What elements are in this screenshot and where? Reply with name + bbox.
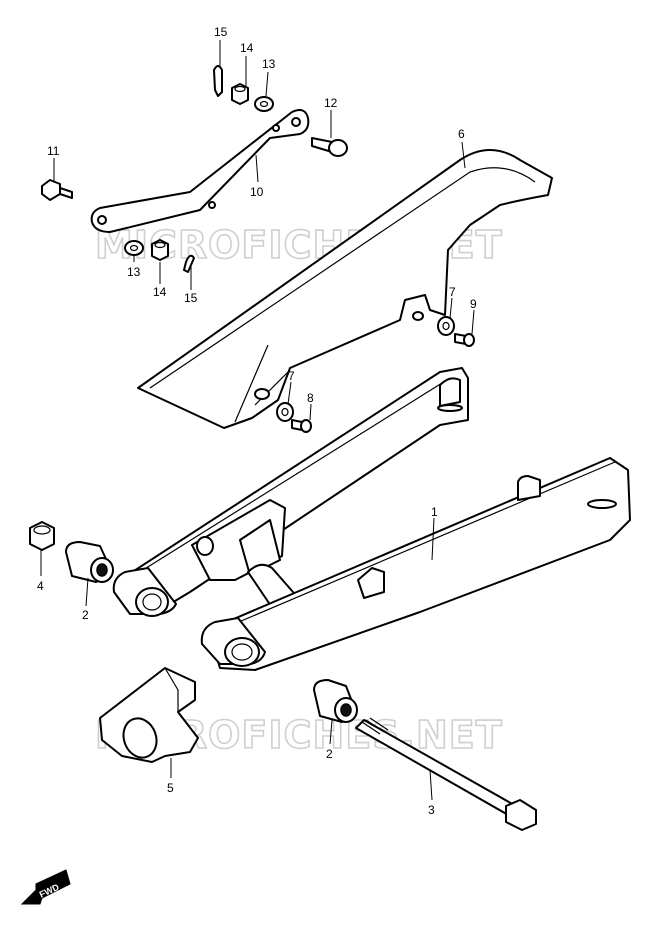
callout-5: 5 — [167, 781, 174, 795]
bolt-part-9 — [454, 333, 475, 347]
washer-part-13-bottom — [124, 240, 144, 256]
cotter-pin-part-15-bottom — [183, 254, 195, 273]
bolt-part-12 — [311, 137, 348, 157]
collar-part-2-right — [313, 679, 358, 723]
callout-6: 6 — [458, 127, 465, 141]
callout-15-bottom: 15 — [184, 291, 198, 305]
leader-lines — [40, 40, 475, 801]
callout-labels: 15 14 13 12 11 10 6 13 14 15 7 9 7 8 1 4… — [37, 25, 477, 817]
callout-2-left: 2 — [82, 608, 89, 622]
bracket-part-10 — [90, 109, 310, 233]
fwd-arrow-icon: FWD — [20, 869, 71, 905]
washer-part-7-upper — [437, 316, 455, 336]
pivot-bolt-part-3 — [355, 717, 537, 831]
callout-10: 10 — [250, 185, 264, 199]
cotter-pin-part-15-top — [213, 65, 223, 97]
callout-12: 12 — [324, 96, 338, 110]
callout-11: 11 — [47, 144, 60, 158]
bolt-part-11 — [41, 179, 73, 201]
washer-part-13-top — [254, 96, 274, 112]
callout-14-bottom: 14 — [153, 285, 167, 299]
callout-7-upper: 7 — [449, 285, 456, 299]
callout-1: 1 — [431, 505, 438, 519]
bolt-part-8 — [291, 419, 312, 433]
chain-case-part-6 — [137, 149, 553, 429]
nut-part-14-bottom — [151, 239, 169, 261]
chain-guide-block-part-5 — [99, 667, 199, 763]
nut-part-14-top — [231, 83, 249, 105]
callout-3: 3 — [428, 803, 435, 817]
washer-part-7-lower — [276, 402, 294, 422]
callout-8: 8 — [307, 391, 314, 405]
callout-14-top: 14 — [240, 41, 254, 55]
callout-2-right: 2 — [326, 747, 333, 761]
callout-4: 4 — [37, 579, 44, 593]
callout-7-lower: 7 — [288, 369, 295, 383]
collar-part-2-left — [65, 541, 114, 583]
callout-13-bottom: 13 — [127, 265, 141, 279]
nut-part-4 — [29, 521, 55, 551]
callout-9: 9 — [470, 297, 477, 311]
callout-15-top: 15 — [214, 25, 228, 39]
swingarm-part-1 — [112, 367, 631, 671]
callout-13-top: 13 — [262, 57, 276, 71]
